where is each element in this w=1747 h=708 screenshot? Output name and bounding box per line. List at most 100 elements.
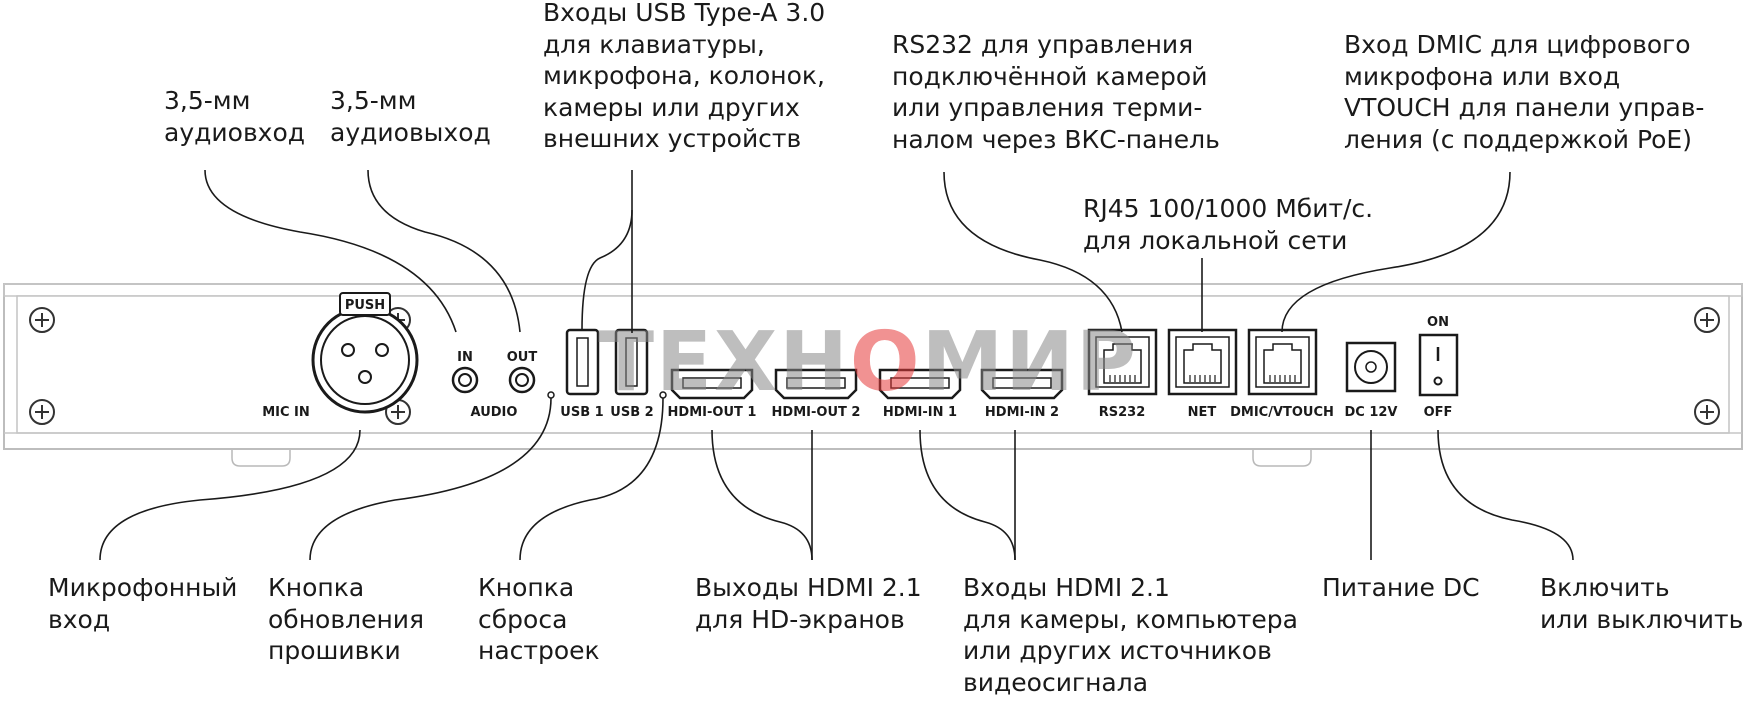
push-label: PUSH — [345, 298, 385, 313]
watermark: ТЕХНОМИР — [598, 315, 1138, 410]
callout-line: внешних устройств — [543, 124, 802, 153]
net-label: NET — [1188, 405, 1217, 420]
callout-line: или выключить — [1540, 604, 1744, 634]
leader-line-hdmi-out-1 — [711, 429, 813, 561]
callout-line: Питание DC — [1322, 573, 1480, 602]
callout-hdmi-in: Входы HDMI 2.1 для камеры, компьютера ил… — [963, 572, 1298, 698]
callout-audio-out: 3,5-мм аудиовыход — [330, 85, 491, 148]
xlr-mic-connector — [311, 292, 419, 414]
rs232-label: RS232 — [1099, 405, 1146, 420]
leader-line-hdmi-in-1 — [919, 429, 1016, 561]
usb-1-label: USB 1 — [560, 405, 603, 420]
net-port — [1167, 328, 1238, 396]
callout-firmware-button: Кнопка обновления прошивки — [268, 572, 424, 667]
callout-line: микрофона или вход — [1344, 61, 1621, 91]
on-label: ON — [1427, 315, 1449, 330]
callout-dc-power: Питание DC — [1322, 572, 1480, 604]
hdmi-in-2-label: HDMI-IN 2 — [985, 405, 1059, 420]
dmic-vtouch-port — [1247, 328, 1318, 396]
leader-line-firmware — [309, 397, 552, 561]
leader-line-mic-input — [99, 429, 361, 561]
callout-dmic: Вход DMIC для цифрового микрофона или вх… — [1344, 29, 1704, 155]
firmware-button-hole — [547, 391, 555, 399]
callout-line: Кнопка — [268, 573, 365, 602]
hdmi-in-1-port — [878, 368, 962, 400]
callout-line: видеосигнала — [963, 667, 1149, 697]
leader-line-usb-1 — [581, 209, 633, 331]
panel-foot-right — [1252, 448, 1312, 467]
dc-power-jack — [1345, 341, 1397, 393]
screw-icon — [29, 399, 55, 425]
callout-line: Входы USB Type-A 3.0 — [543, 0, 826, 27]
audio-in-jack — [451, 366, 479, 394]
callout-audio-in: 3,5-мм аудиовход — [164, 85, 305, 148]
leader-line-reset — [519, 397, 664, 561]
audio-label: AUDIO — [471, 405, 518, 420]
callout-line: Кнопка — [478, 573, 575, 602]
callout-line: Вход DMIC для цифрового — [1344, 30, 1691, 59]
hdmi-in-1-label: HDMI-IN 1 — [883, 405, 957, 420]
mic-in-label: MIC IN — [262, 405, 310, 420]
callout-line: для HD-экранов — [695, 604, 905, 634]
callout-line: 3,5-мм — [330, 86, 417, 115]
callout-line: налом через ВКС-панель — [892, 124, 1220, 154]
leader-line-dmic — [1281, 171, 1511, 333]
hdmi-out-2-port — [774, 368, 858, 400]
callout-line: камеры или других — [543, 92, 800, 122]
callout-line: или управления терми- — [892, 93, 1203, 122]
callout-line: обновления — [268, 604, 425, 634]
callout-line: ления (с поддержкой PoE) — [1344, 124, 1692, 154]
hdmi-out-1-port — [670, 368, 754, 400]
usb-1-port — [565, 328, 600, 396]
callout-usb: Входы USB Type-A 3.0 для клавиатуры, мик… — [543, 0, 825, 155]
callout-rs232: RS232 для управления подключённой камеро… — [892, 29, 1220, 155]
callout-line: подключённой камерой — [892, 61, 1208, 91]
callout-line: аудиовыход — [330, 117, 491, 147]
callout-rj45: RJ45 100/1000 Мбит/с. для локальной сети — [1083, 193, 1373, 256]
screw-icon — [1694, 399, 1720, 425]
leader-line-audio-in — [204, 169, 457, 333]
callout-hdmi-out: Выходы HDMI 2.1 для HD-экранов — [695, 572, 922, 635]
callout-line: для клавиатуры, — [543, 29, 765, 59]
callout-reset-button: Кнопка сброса настроек — [478, 572, 600, 667]
screw-icon — [29, 307, 55, 333]
dc-12v-label: DC 12V — [1344, 405, 1397, 420]
off-label: OFF — [1424, 405, 1453, 420]
leader-line-rs232 — [943, 171, 1123, 333]
callout-line: RJ45 100/1000 Мбит/с. — [1083, 194, 1374, 223]
callout-line: 3,5-мм — [164, 86, 251, 115]
callout-line: сброса — [478, 604, 568, 634]
callout-line: VTOUCH для панели управ- — [1344, 93, 1705, 122]
callout-line: Выходы HDMI 2.1 — [695, 573, 922, 602]
out-label: OUT — [507, 350, 538, 365]
callout-line: прошивки — [268, 636, 401, 665]
callout-line: Микрофонный — [48, 573, 238, 602]
callout-mic-input: Микрофонный вход — [48, 572, 237, 635]
leader-line-audio-out — [367, 169, 521, 333]
hdmi-out-1-label: HDMI-OUT 1 — [668, 405, 757, 420]
rs232-port — [1087, 328, 1158, 396]
callout-line: аудиовход — [164, 117, 306, 147]
panel-foot-left — [231, 448, 291, 467]
callout-line: RS232 для управления — [892, 30, 1194, 59]
callout-line: Входы HDMI 2.1 — [963, 573, 1170, 602]
callout-line: Включить — [1540, 573, 1670, 602]
callout-line: для камеры, компьютера — [963, 604, 1298, 634]
in-label: IN — [457, 350, 473, 365]
callout-line: микрофона, колонок, — [543, 61, 825, 90]
callout-line: или других источников — [963, 636, 1272, 665]
dmic-vtouch-label: DMIC/VTOUCH — [1230, 405, 1334, 420]
hdmi-out-2-label: HDMI-OUT 2 — [772, 405, 861, 420]
callout-line: для локальной сети — [1083, 225, 1348, 255]
usb-2-label: USB 2 — [610, 405, 653, 420]
callout-line: вход — [48, 604, 111, 634]
screw-icon — [1694, 307, 1720, 333]
callout-power-switch: Включить или выключить — [1540, 572, 1743, 635]
leader-line-power-switch — [1437, 429, 1574, 561]
callout-line: настроек — [478, 636, 600, 665]
hdmi-in-2-port — [980, 368, 1064, 400]
audio-out-jack — [508, 366, 536, 394]
power-switch — [1418, 333, 1459, 397]
